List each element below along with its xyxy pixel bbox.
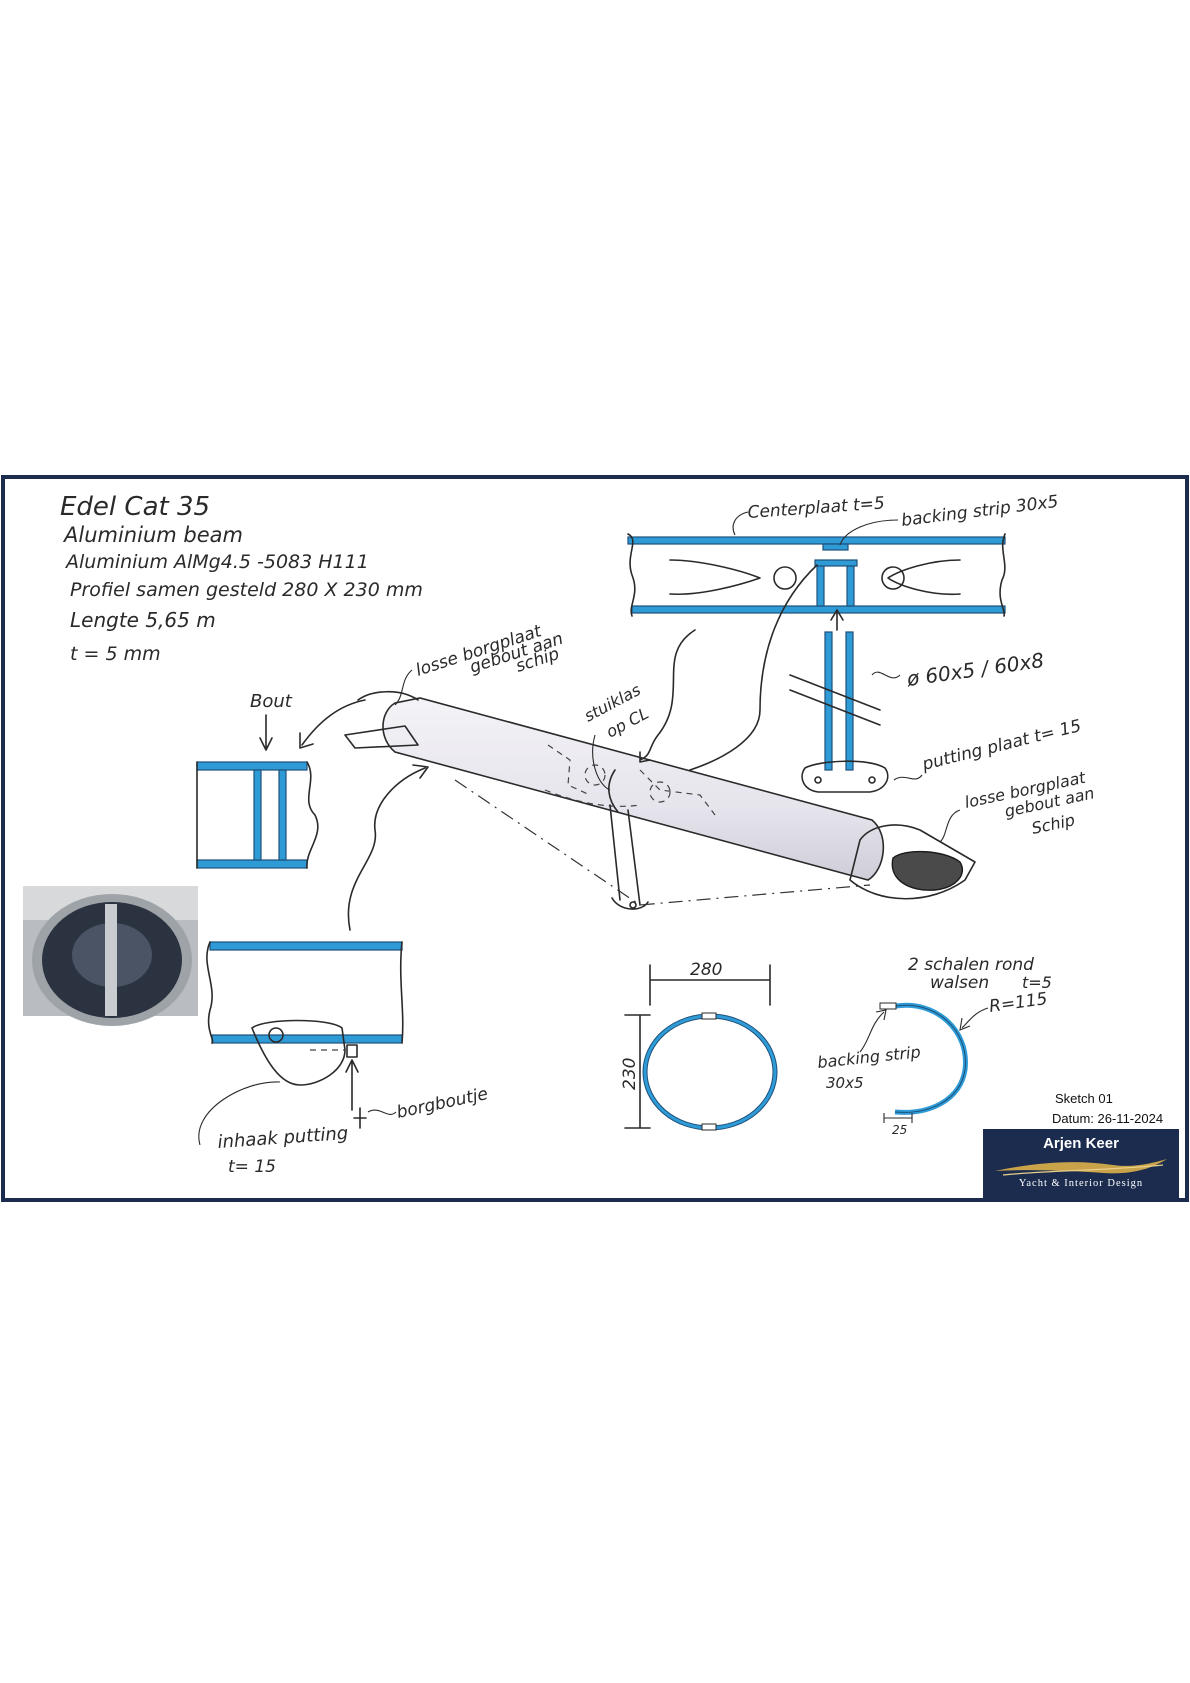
company-logo: Arjen Keer Yacht & Interior Design: [983, 1129, 1179, 1199]
label-dim-25: 25: [892, 1123, 907, 1137]
photo-center-bar: [105, 904, 117, 1016]
strut-break: [789, 674, 881, 726]
label-bout: Bout: [250, 691, 293, 712]
logo-subtitle: Yacht & Interior Design: [1018, 1178, 1144, 1189]
leader-stuiklas: [592, 734, 611, 791]
profile-strip-top: [701, 1012, 717, 1020]
butt-weld-line: [608, 769, 619, 813]
putting-hole-left: [814, 776, 822, 784]
leader-backing-strip-bottom: [859, 1009, 887, 1053]
hidden-hole-left: [584, 764, 606, 786]
right-mount-plate: [849, 824, 976, 900]
photo-inset: [23, 886, 198, 1026]
shell-backing-strip: [879, 1002, 897, 1010]
bolt-bottom-flange: [196, 859, 308, 869]
beam-body: [382, 697, 885, 881]
strut-foot-hole: [629, 901, 637, 909]
center-plate-2: [846, 565, 855, 607]
bolt-top-flange: [196, 761, 308, 771]
right-end-opening: [891, 850, 963, 891]
round-hole-right: [881, 566, 905, 590]
leader-radius: [959, 1007, 989, 1031]
label-schalen-1: 2 schalen rond: [908, 955, 1034, 975]
hook-outline: [206, 941, 404, 1044]
label-schalen-2: walsen: [930, 973, 989, 993]
leader-putting-plaat: [893, 774, 923, 781]
label-dim-280: 280: [690, 960, 722, 980]
upper-flange: [627, 536, 1006, 545]
hook-bottom-flange: [211, 1034, 403, 1044]
label-dim-230: 230: [620, 1058, 640, 1090]
borgbout-block: [346, 1044, 358, 1058]
hidden-hole-right: [649, 781, 671, 803]
lightening-hole-left: [669, 559, 761, 596]
hook-plate-hole: [268, 1027, 284, 1043]
round-hole-left: [773, 566, 797, 590]
bolt-web-1: [253, 769, 262, 861]
title-line-2: Aluminium beam: [62, 523, 243, 547]
label-backing-strip-bottom-2: 30x5: [826, 1074, 864, 1092]
title-line-5: Lengte 5,65 m: [70, 608, 216, 632]
center-plate-top: [814, 559, 858, 567]
arrow-bout: [259, 714, 273, 751]
sketch-number: Sketch 01: [1055, 1091, 1113, 1106]
beam-centerline: [454, 779, 871, 906]
center-plate: [816, 565, 825, 607]
title-line-3: Aluminium AlMg4.5 -5083 H111: [64, 551, 369, 573]
shell-arc-outline: [894, 1004, 966, 1113]
profile-section: 280 230: [620, 960, 778, 1131]
title-block: Edel Cat 35 Aluminium beam Aluminium AlM…: [60, 492, 423, 665]
section-outline: [627, 533, 1006, 617]
lower-flange: [631, 605, 1006, 614]
hook-top-flange: [209, 941, 403, 951]
arrow-borgbout: [345, 1059, 359, 1111]
leader-centerplaat: [732, 511, 749, 536]
borgbout-pin: [353, 1107, 367, 1129]
arrow-strut-top: [689, 564, 818, 771]
title-line-4: Profiel samen gesteld 280 X 230 mm: [70, 579, 423, 601]
title-line-6: t = 5 mm: [70, 643, 161, 665]
leader-borgplaat-right: [939, 809, 961, 843]
strut-tube-left: [824, 631, 833, 771]
arrow-hook-to-beam: [347, 764, 429, 931]
hook-plate: [251, 1019, 346, 1086]
logo-name: Arjen Keer: [1043, 1135, 1119, 1152]
bolt-web-2: [278, 769, 287, 861]
sketch-date: Datum: 26-11-2024: [1052, 1111, 1164, 1126]
title-line-1: Edel Cat 35: [60, 492, 210, 522]
strut-tube-right: [845, 631, 854, 771]
leader-backing-strip: [839, 519, 899, 546]
bolt-outline: [196, 761, 319, 869]
drawing-frame: [1, 475, 1189, 1202]
leader-borgplaat-left: [394, 669, 413, 706]
hidden-centerplate: [544, 744, 716, 816]
dim-line-25: [883, 1113, 913, 1123]
left-mount-plate: [344, 690, 419, 749]
dim-line-230: [624, 1014, 651, 1129]
dim-line-280: [649, 964, 771, 1006]
backing-strip-top: [822, 543, 849, 551]
leader-borgboutje: [367, 1109, 397, 1115]
arrow-up: [830, 609, 844, 631]
profile-strip-bottom: [701, 1123, 717, 1131]
arrow-to-beam-left: [299, 699, 366, 749]
bolt-detail: Bout: [196, 691, 366, 869]
putting-hole-right: [868, 776, 876, 784]
lightening-hole-right: [887, 559, 961, 596]
logo-swoosh-icon: [995, 1159, 1167, 1176]
label-schalen-3: t=5: [1022, 973, 1052, 992]
putting-plate: [801, 760, 889, 793]
arrow-centerplaat-to-beam: [639, 629, 696, 763]
tilde-mark: [871, 671, 901, 679]
label-inhaak-2: t= 15: [228, 1157, 276, 1177]
leader-inhaak: [198, 1081, 281, 1146]
